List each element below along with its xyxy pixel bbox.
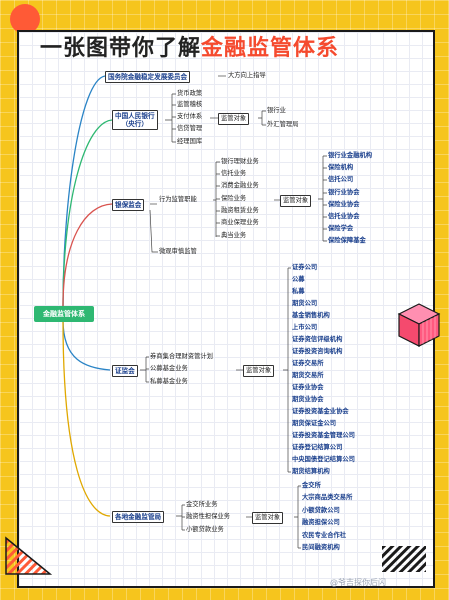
decorative-red-circle (10, 4, 40, 34)
csrc-item: 私募基金业务 (150, 378, 188, 385)
cbirc-target: 银行业金融机构 (328, 152, 373, 159)
cbirc-item: 信托业务 (221, 170, 247, 177)
csrc-target: 证券资信评级机构 (292, 336, 343, 343)
branch-fsdc: 国务院金融稳定发展委员会 (105, 71, 191, 83)
cbirc-micro: 微观审慎监管 (159, 248, 197, 255)
decorative-stripes-bar (382, 546, 426, 572)
local-target: 农民专业合作社 (302, 532, 347, 539)
csrc-target: 证券投资咨询机构 (292, 348, 343, 355)
cbirc-target: 保险保障基金 (328, 237, 366, 244)
local-target: 金交所 (302, 482, 321, 489)
csrc-target: 期货公司 (292, 300, 318, 307)
pboc-item: 信贷管理 (177, 125, 203, 132)
cbirc-item: 银行理财业务 (221, 158, 259, 165)
pboc-item: 支付体系 (177, 113, 203, 120)
pboc-item: 经理国库 (177, 138, 203, 145)
local-supervise-label: 监管对象 (252, 512, 284, 524)
csrc-target: 期货业协会 (292, 396, 324, 403)
cbirc-item: 消费金融业务 (221, 182, 259, 189)
csrc-target: 证券登记结算公司 (292, 444, 343, 451)
pboc-label-line2: （央行） (121, 120, 148, 128)
pboc-item: 监管稽核 (177, 101, 203, 108)
cbirc-item: 典当业务 (221, 232, 247, 239)
cbirc-target: 保险机构 (328, 164, 354, 171)
pboc-target: 银行业 (267, 107, 286, 114)
csrc-target: 私募 (292, 288, 305, 295)
csrc-item: 券商集合理财资管计划 (150, 353, 213, 360)
csrc-target: 证券公司 (292, 264, 318, 271)
branch-cbirc: 银保监会 (112, 199, 145, 211)
cbirc-target: 保险业协会 (328, 201, 360, 208)
cbirc-target: 银行业协会 (328, 189, 360, 196)
local-target: 融资担保公司 (302, 519, 340, 526)
title-prefix: 一张图带你了解 (40, 36, 202, 61)
cbirc-item: 融资租赁业务 (221, 207, 259, 214)
local-item: 小额贷款业务 (186, 526, 224, 533)
csrc-target: 证券交易所 (292, 360, 324, 367)
csrc-target: 证券业协会 (292, 384, 324, 391)
fsdc-note: 大方向上指导 (228, 72, 266, 79)
page-title: 一张图带你了解金融监管体系 (40, 34, 339, 64)
pboc-supervise-label: 监管对象 (218, 113, 250, 125)
local-item: 金交所业务 (186, 501, 218, 508)
csrc-target: 证券投资基金管理公司 (292, 432, 355, 439)
pboc-item: 货币政策 (177, 90, 203, 97)
decorative-stripes-triangle (5, 536, 52, 575)
title-highlight: 金融监管体系 (201, 36, 340, 61)
local-target: 大宗商品类交易所 (302, 494, 353, 501)
watermark: @爷吉探你后闪 (330, 578, 386, 587)
csrc-supervise-label: 监管对象 (243, 365, 275, 377)
csrc-item: 公募基金业务 (150, 365, 188, 372)
local-item: 融资性担保业务 (186, 513, 231, 520)
branch-csrc: 证监会 (112, 365, 138, 377)
csrc-target: 上市公司 (292, 324, 318, 331)
cbirc-target: 信托公司 (328, 176, 354, 183)
pboc-target: 外汇管理局 (267, 121, 299, 128)
csrc-target: 期货保证金公司 (292, 420, 337, 427)
branch-pboc: 中国人民银行 （央行） (112, 110, 158, 130)
root-node: 金融监管体系 (34, 306, 94, 322)
cbirc-item: 商业保理业务 (221, 219, 259, 226)
csrc-target: 期货交易所 (292, 372, 324, 379)
cbirc-supervise-label: 监管对象 (280, 195, 312, 207)
local-target: 小额贷款公司 (302, 507, 340, 514)
csrc-target: 基金销售机构 (292, 312, 330, 319)
cbirc-target: 保险学会 (328, 225, 354, 232)
csrc-target: 期货结算机构 (292, 468, 330, 475)
csrc-target: 中央国债登记结算公司 (292, 456, 355, 463)
cbirc-item: 保险业务 (221, 195, 247, 202)
csrc-target: 公募 (292, 276, 305, 283)
local-target: 民间融资机构 (302, 544, 340, 551)
cbirc-function: 行为监管职能 (159, 196, 197, 203)
cbirc-target: 信托业协会 (328, 213, 360, 220)
decorative-cube (397, 303, 441, 347)
branch-local: 各地金融监管局 (112, 511, 165, 523)
pboc-label-line1: 中国人民银行 (115, 112, 155, 120)
csrc-target: 证券投资基金业协会 (292, 408, 349, 415)
